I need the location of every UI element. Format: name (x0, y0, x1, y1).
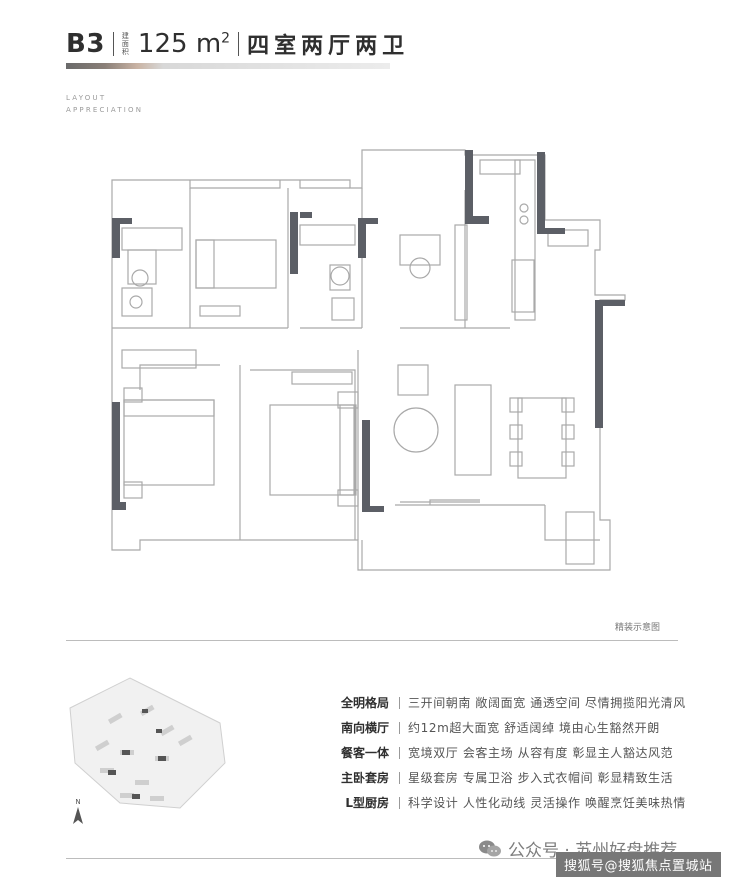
feature-title: 全明格局 (340, 696, 389, 710)
sofa (454, 384, 492, 476)
wardrobe-left (121, 349, 197, 369)
feature-row: 南向横厅 约12m超大面宽 舒适阔绰 境由心生豁然开朗 (323, 715, 686, 740)
sink-left (121, 287, 153, 317)
feature-separator (399, 746, 400, 759)
chair (409, 257, 431, 279)
feature-row: L型厨房 科学设计 人性化动线 灵活操作 唤醒烹饪美味热情 (323, 790, 686, 815)
plan-caption: 精装示意图 (614, 623, 660, 633)
balcony-cabinet (565, 511, 595, 565)
layout-type: 四室两厅两卫 (247, 34, 410, 59)
armchair (397, 364, 429, 396)
north-arrow-icon: N (73, 798, 83, 824)
bed-left (123, 399, 215, 486)
feature-text: 三开间朝南 敞阔面宽 通透空间 尽情拥揽阳光清风 (408, 696, 686, 710)
feature-text: 宽境双厅 会客主场 从容有度 彰显主人豁达风范 (408, 746, 674, 760)
bookshelf (454, 224, 468, 321)
site-plan-thumbnail (69, 677, 226, 809)
feature-title: 南向横厅 (340, 721, 389, 735)
svg-text:N: N (75, 798, 80, 806)
header-separator (112, 32, 114, 56)
unit-code: B3 (66, 29, 105, 59)
wall-column (595, 300, 603, 428)
feature-text: 科学设计 人性化动线 灵活操作 唤醒烹饪美味热情 (408, 796, 686, 810)
kitchen-counter-side (514, 159, 536, 321)
feature-separator (399, 796, 400, 809)
wall-column (290, 212, 298, 274)
feature-separator (399, 771, 400, 784)
wall-column (537, 152, 545, 232)
feature-title: L型厨房 (345, 796, 389, 810)
toilet-left (127, 249, 157, 285)
area-value: 125 m2 (137, 29, 231, 59)
watermark-badge: 搜狐号@搜狐焦点置城站 (556, 852, 721, 877)
english-title-line2: APPRECIATION (66, 106, 144, 114)
bed-top (195, 239, 277, 289)
area-label: 建面积 (121, 32, 129, 56)
coffee-table (393, 407, 439, 453)
feature-row: 主卧套房 星级套房 专属卫浴 步入式衣帽间 彰显精致生活 (323, 765, 686, 790)
floor-plan (111, 149, 626, 571)
shower-right (299, 224, 356, 246)
desk (399, 234, 441, 266)
accent-bar (66, 63, 390, 69)
section-divider-top (66, 640, 678, 641)
feature-separator (399, 696, 400, 709)
feature-title: 主卧套房 (340, 771, 389, 785)
header-separator (238, 32, 240, 56)
section-divider-bottom (66, 858, 678, 859)
kitchen-counter-top (479, 159, 521, 175)
balcony-line (189, 180, 281, 189)
sink-right (331, 297, 355, 321)
wall-column (362, 420, 370, 512)
bathtub (121, 227, 183, 251)
english-title-line1: LAYOUT (66, 94, 107, 102)
wechat-icon (479, 840, 501, 856)
feature-text: 约12m超大面宽 舒适阔绰 境由心生豁然开朗 (408, 721, 660, 735)
toilet-right (330, 266, 350, 286)
wall-column (112, 402, 120, 510)
feature-text: 星级套房 专属卫浴 步入式衣帽间 彰显精致生活 (408, 771, 674, 785)
wall-column (465, 150, 473, 222)
wall-column (358, 218, 366, 258)
feature-separator (399, 721, 400, 734)
dining-table (517, 397, 567, 479)
feature-title: 餐客一体 (340, 746, 389, 760)
wardrobe-master (291, 371, 353, 385)
utility-cabinet (547, 229, 589, 247)
feature-row: 餐客一体 宽境双厅 会客主场 从容有度 彰显主人豁达风范 (323, 740, 686, 765)
english-title: LAYOUT APPRECIATION (66, 92, 143, 116)
feature-row: 全明格局 三开间朝南 敞阔面宽 通透空间 尽情拥揽阳光清风 (323, 690, 686, 715)
features-list: 全明格局 三开间朝南 敞阔面宽 通透空间 尽情拥揽阳光清风 南向横厅 约12m超… (323, 690, 686, 815)
wall-column (112, 218, 120, 258)
bed-master (269, 404, 355, 496)
unit-header: B3 建面积 125 m2 四室两厅两卫 (66, 26, 409, 62)
